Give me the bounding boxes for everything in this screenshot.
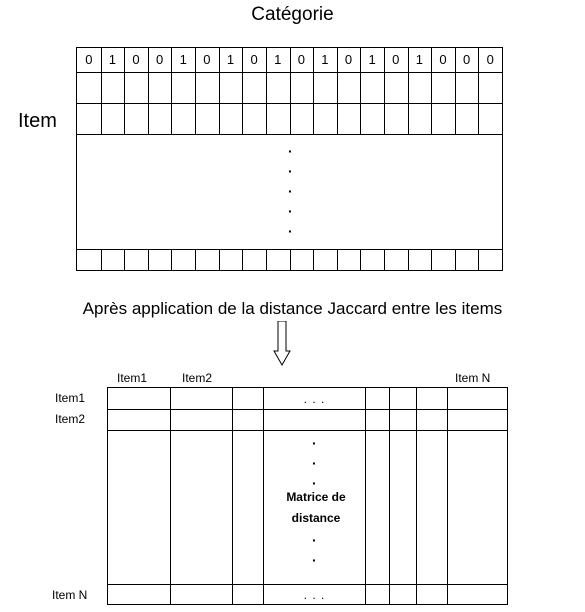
matrix-col-line (263, 388, 264, 604)
row-header-itemn: Item N (52, 588, 88, 602)
vertical-dot: · (288, 203, 293, 219)
cell-divider (454, 48, 456, 134)
cell-divider (124, 48, 126, 134)
cell-divider (454, 249, 456, 270)
cell-divider (218, 48, 220, 134)
vertical-dot: · (288, 143, 293, 159)
matrix-col-line (232, 388, 233, 604)
vertical-dot: · (312, 455, 317, 471)
cell-divider (242, 48, 244, 134)
matrix-row-line (108, 430, 507, 431)
cell-divider (383, 249, 385, 270)
cell-divider (336, 249, 338, 270)
vertical-dot: · (312, 552, 317, 568)
cell-divider (360, 249, 362, 270)
cell-divider (171, 249, 173, 270)
cell-divider (195, 48, 197, 134)
row-header-item2: Item2 (55, 412, 86, 426)
cell-divider (360, 48, 362, 134)
binary-cell: 0 (250, 52, 258, 67)
cell-divider (313, 48, 315, 134)
cell-divider (383, 48, 385, 134)
matrix-col-line (170, 388, 171, 604)
row-divider (77, 103, 502, 104)
matrix-col-line (365, 388, 366, 604)
matrix-row-line (108, 584, 507, 585)
col-header-item2: Item2 (182, 371, 213, 385)
matrix-col-line (447, 388, 448, 604)
distance-matrix: . . . . . . · · · Matrice de distance · … (107, 387, 508, 605)
item-axis-label: Item (18, 110, 57, 132)
cell-divider (100, 249, 102, 270)
row-header-item1: Item1 (55, 391, 86, 405)
category-title: Catégorie (251, 4, 334, 25)
down-arrow-icon (273, 321, 291, 367)
cell-divider (431, 48, 433, 134)
cell-divider (242, 249, 244, 270)
binary-cell: 0 (392, 52, 400, 67)
cell-divider (147, 249, 149, 270)
cell-divider (407, 48, 409, 134)
cell-divider (289, 48, 291, 134)
matrix-col-line (416, 388, 417, 604)
cell-divider (147, 48, 149, 134)
transformation-caption: Après application de la distance Jaccard… (82, 299, 503, 318)
binary-cell: 0 (439, 52, 447, 67)
matrix-col-line (389, 388, 390, 604)
cell-divider (431, 249, 433, 270)
binary-cell: 0 (486, 52, 494, 67)
cell-divider (265, 249, 267, 270)
binary-cell: 0 (132, 52, 140, 67)
binary-cell: 0 (462, 52, 471, 67)
bottom-ellipsis: . . . (303, 588, 326, 602)
cell-divider (336, 48, 338, 134)
vertical-dot: · (288, 223, 293, 239)
vertical-dot: · (288, 163, 293, 179)
vertical-dot: · (288, 183, 293, 199)
binary-cell: 1 (415, 52, 423, 67)
vertical-dot: · (312, 475, 317, 491)
matrix-row-line (108, 409, 507, 410)
cell-divider (218, 249, 220, 270)
top-ellipsis: . . . (303, 392, 326, 406)
row-divider (77, 72, 502, 73)
binary-cell: 1 (226, 52, 235, 67)
matrix-center-label-line2: distance (291, 511, 341, 525)
binary-cell: 0 (203, 52, 211, 67)
row-divider (77, 134, 502, 135)
cell-divider (100, 48, 102, 134)
binary-cell: 0 (344, 52, 353, 67)
cell-divider (265, 48, 267, 134)
binary-cell: 1 (179, 52, 187, 67)
cell-divider (478, 249, 480, 270)
cell-divider (171, 48, 173, 134)
cell-divider (289, 249, 291, 270)
vertical-dot: · (312, 532, 317, 548)
cell-divider (195, 249, 197, 270)
col-header-item1: Item1 (117, 371, 148, 385)
col-header-itemn: Item N (455, 371, 491, 385)
matrix-center-label-line1: Matrice de (286, 490, 346, 504)
binary-cell: 0 (85, 52, 93, 67)
binary-cell: 0 (297, 52, 305, 67)
cell-divider (313, 249, 315, 270)
binary-cell: 1 (368, 52, 376, 67)
binary-cell: 1 (274, 52, 282, 67)
cell-divider (407, 249, 409, 270)
cell-divider (124, 249, 126, 270)
binary-cell: 1 (321, 52, 329, 67)
cell-divider (478, 48, 480, 134)
binary-cell: 1 (108, 52, 117, 67)
vertical-dot: · (312, 435, 317, 451)
binary-cell: 0 (156, 52, 164, 67)
